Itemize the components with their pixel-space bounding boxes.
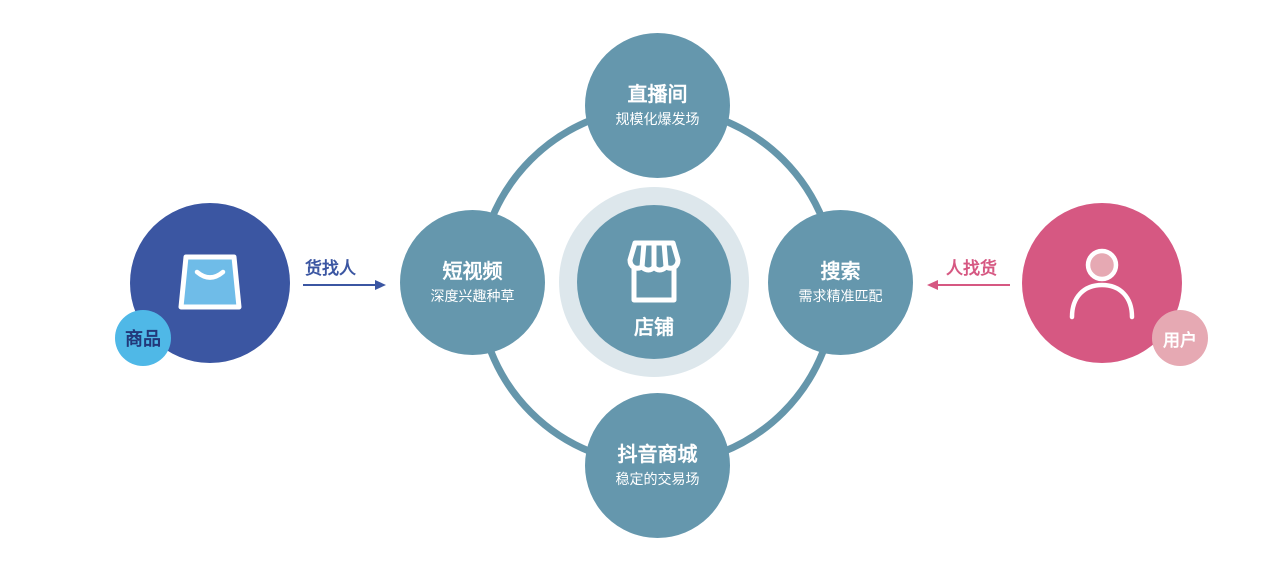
center-store-title: 店铺 xyxy=(634,315,674,339)
people-find-goods-label: 人找货 xyxy=(946,259,997,279)
user-icon xyxy=(1069,248,1135,320)
node-search: 搜索 需求精准匹配 xyxy=(768,210,913,355)
node-mall-subtitle: 稳定的交易场 xyxy=(615,472,700,488)
node-live-room-subtitle: 规模化爆发场 xyxy=(615,112,700,128)
node-short-video-title: 短视频 xyxy=(442,259,503,283)
arrow-right-icon xyxy=(303,280,386,290)
shopping-bag-icon xyxy=(178,254,242,310)
node-mall-title: 抖音商城 xyxy=(617,442,698,466)
center-store-node: 店铺 xyxy=(577,205,731,359)
user-badge: 用户 xyxy=(1152,310,1208,366)
node-live-room-title: 直播间 xyxy=(627,82,688,106)
arrow-left-icon xyxy=(927,280,1010,290)
node-search-title: 搜索 xyxy=(820,259,861,283)
node-search-subtitle: 需求精准匹配 xyxy=(798,289,883,305)
node-mall: 抖音商城 稳定的交易场 xyxy=(585,393,730,538)
goods-badge: 商品 xyxy=(115,310,171,366)
node-short-video-subtitle: 深度兴趣种草 xyxy=(430,289,515,305)
goods-find-people-label: 货找人 xyxy=(305,259,356,279)
storefront-icon xyxy=(627,240,681,303)
node-live-room: 直播间 规模化爆发场 xyxy=(585,33,730,178)
node-short-video: 短视频 深度兴趣种草 xyxy=(400,210,545,355)
